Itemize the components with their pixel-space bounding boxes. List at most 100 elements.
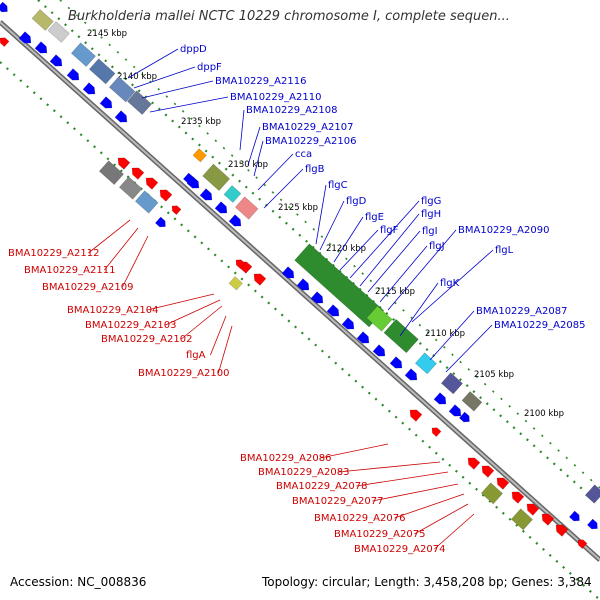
forward-gene-label: flgD bbox=[346, 196, 367, 207]
forward-gene bbox=[82, 82, 96, 95]
feature-block bbox=[440, 372, 463, 395]
chromosome-backbone-highlight bbox=[0, 21, 600, 561]
reverse-gene bbox=[409, 409, 423, 422]
reverse-gene-label: BMA10229_A2112 bbox=[8, 248, 99, 259]
forward-gene-label: flgK bbox=[440, 278, 460, 289]
topology-info-text: Topology: circular; Length: 3,458,208 bp… bbox=[262, 575, 592, 589]
reverse-gene bbox=[235, 259, 246, 269]
forward-gene-label: flgJ bbox=[429, 241, 445, 252]
kbp-tick-label: 2120 kbp bbox=[326, 244, 366, 254]
forward-gene-label: BMA10229_A2106 bbox=[265, 136, 356, 147]
forward-gene bbox=[114, 110, 128, 123]
reverse-leader-line bbox=[104, 227, 139, 271]
forward-leader-line bbox=[133, 66, 196, 89]
feature-block bbox=[88, 58, 116, 85]
feature-block bbox=[47, 21, 70, 43]
forward-gene-label: flgC bbox=[328, 180, 348, 191]
kbp-tick-label: 2135 kbp bbox=[181, 117, 221, 127]
reverse-gene bbox=[511, 491, 525, 504]
feature-block bbox=[510, 508, 533, 531]
forward-leader-line bbox=[239, 109, 245, 151]
reverse-gene-label: BMA10229_A2109 bbox=[42, 282, 133, 293]
feature-block bbox=[223, 185, 242, 203]
reverse-leader-line bbox=[394, 493, 465, 519]
reverse-gene bbox=[117, 157, 131, 170]
feature-block bbox=[461, 391, 483, 412]
feature-block bbox=[383, 318, 419, 354]
forward-leader-line bbox=[359, 213, 420, 287]
forward-gene-label: cca bbox=[295, 149, 312, 160]
feature-block bbox=[366, 305, 393, 332]
reverse-leader-line bbox=[210, 315, 227, 356]
feature-block bbox=[31, 9, 54, 31]
feature-block bbox=[192, 148, 207, 163]
forward-gene bbox=[356, 331, 370, 344]
forward-gene-label: BMA10229_A2110 bbox=[230, 92, 321, 103]
forward-leader-line bbox=[247, 126, 261, 166]
forward-gene bbox=[458, 411, 470, 423]
reverse-gene bbox=[555, 524, 569, 537]
forward-leader-line bbox=[429, 310, 475, 361]
forward-gene bbox=[586, 518, 598, 530]
forward-gene-label: flgL bbox=[495, 245, 514, 256]
feature-block bbox=[234, 196, 259, 220]
forward-gene bbox=[66, 68, 80, 81]
reverse-gene bbox=[131, 167, 145, 180]
accession-text: Accession: NC_008836 bbox=[10, 575, 147, 589]
reverse-gene-label: BMA10229_A2077 bbox=[292, 496, 383, 507]
feature-block bbox=[134, 190, 159, 214]
forward-gene-label: BMA10229_A2107 bbox=[262, 122, 353, 133]
forward-leader-line bbox=[253, 140, 264, 177]
forward-gene bbox=[182, 172, 194, 184]
forward-gene-label: BMA10229_A2116 bbox=[215, 76, 306, 87]
kbp-tick-label: 2105 kbp bbox=[474, 370, 514, 380]
forward-gene bbox=[326, 304, 340, 317]
label-leader-lines bbox=[88, 48, 494, 550]
forward-leader-line bbox=[257, 153, 294, 191]
forward-gene bbox=[296, 278, 310, 291]
feature-block bbox=[108, 76, 136, 103]
reverse-gene bbox=[481, 465, 495, 478]
forward-gene bbox=[0, 1, 8, 13]
reverse-gene-label: BMA10229_A2100 bbox=[138, 368, 229, 379]
forward-gene bbox=[341, 317, 355, 330]
reverse-leader-line bbox=[372, 483, 459, 502]
reverse-gene bbox=[577, 539, 588, 549]
reverse-gene bbox=[431, 427, 442, 437]
forward-leader-line bbox=[387, 229, 457, 311]
reverse-leader-line bbox=[122, 235, 149, 288]
reverse-gene bbox=[541, 513, 555, 526]
forward-gene bbox=[228, 214, 242, 227]
feature-block bbox=[414, 352, 437, 375]
forward-gene bbox=[448, 404, 462, 417]
forward-gene-label: dppD bbox=[180, 44, 207, 55]
kbp-tick-label: 2140 kbp bbox=[117, 72, 157, 82]
forward-leader-line bbox=[349, 200, 420, 279]
reverse-leader-line bbox=[356, 471, 449, 487]
feature-block bbox=[70, 42, 96, 67]
forward-gene-label: BMA10229_A2090 bbox=[458, 225, 549, 236]
reverse-gene-label: BMA10229_A2083 bbox=[258, 467, 349, 478]
reverse-leader-line bbox=[181, 305, 223, 340]
forward-gene bbox=[372, 344, 386, 357]
reverse-gene bbox=[496, 477, 510, 490]
forward-leader-line bbox=[141, 80, 214, 99]
outer-dotted-track bbox=[59, 0, 600, 489]
feature-block bbox=[228, 276, 243, 291]
reverse-gene bbox=[253, 273, 267, 286]
reverse-leader-line bbox=[338, 461, 441, 473]
reverse-gene-label: BMA10229_A2075 bbox=[334, 529, 425, 540]
forward-gene-label: flgG bbox=[421, 196, 441, 207]
kbp-tick-label: 2125 kbp bbox=[278, 203, 318, 213]
forward-gene bbox=[310, 291, 324, 304]
forward-gene-label: flgI bbox=[422, 226, 438, 237]
feature-block bbox=[584, 484, 600, 504]
forward-gene-label: BMA10229_A2085 bbox=[494, 320, 585, 331]
feature-block bbox=[202, 163, 231, 191]
reverse-gene-label: BMA10229_A2104 bbox=[67, 305, 158, 316]
reverse-leader-line bbox=[165, 299, 221, 326]
forward-gene-label: flgF bbox=[380, 225, 399, 236]
reverse-leader-line bbox=[414, 503, 469, 535]
forward-gene-label: flgB bbox=[305, 164, 325, 175]
kbp-tick-label: 2100 kbp bbox=[524, 409, 564, 419]
